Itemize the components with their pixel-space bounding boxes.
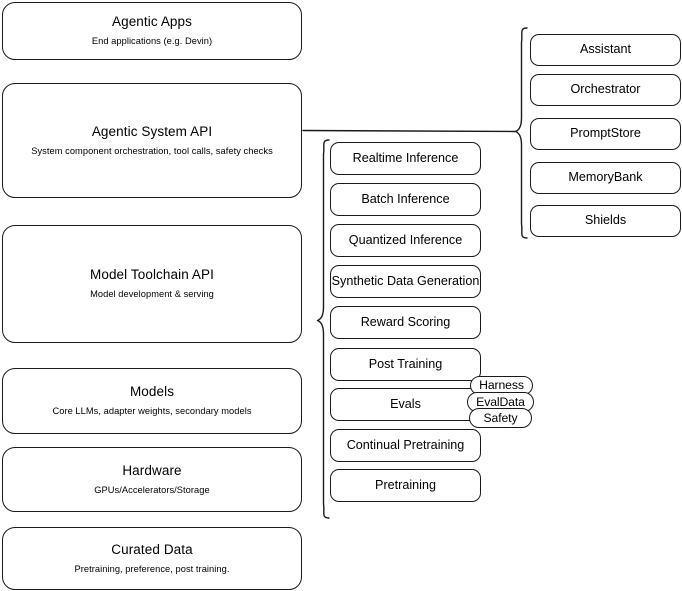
toolchain-item-label: Batch Inference	[361, 191, 450, 206]
layer-subtitle: Model development & serving	[90, 289, 214, 300]
layer-agentic-system-api[interactable]: Agentic System API System component orch…	[2, 83, 302, 198]
toolchain-item-pretraining[interactable]: Pretraining	[330, 469, 481, 502]
evals-subitem-label: Safety	[483, 410, 518, 425]
evals-subitem-label: EvalData	[476, 394, 525, 409]
toolchain-item-post-training[interactable]: Post Training	[330, 348, 481, 381]
system-component-label: MemoryBank	[568, 170, 643, 185]
brace-system-components	[514, 27, 528, 239]
connector-agentic-system-to-components	[302, 129, 516, 133]
toolchain-item-label: Realtime Inference	[352, 150, 459, 165]
brace-toolchain-items	[316, 139, 330, 519]
toolchain-item-label: Synthetic Data Generation	[331, 273, 480, 288]
toolchain-item-label: Reward Scoring	[360, 314, 451, 329]
toolchain-item-batch-inference[interactable]: Batch Inference	[330, 183, 481, 216]
layer-title: Hardware	[122, 462, 182, 478]
layer-subtitle: Pretraining, preference, post training.	[74, 563, 230, 574]
layer-models[interactable]: Models Core LLMs, adapter weights, secon…	[2, 368, 302, 434]
layer-title: Agentic Apps	[111, 14, 192, 30]
toolchain-item-synthetic-data-generation[interactable]: Synthetic Data Generation	[330, 265, 481, 298]
system-component-orchestrator[interactable]: Orchestrator	[530, 74, 681, 106]
system-component-label: Orchestrator	[570, 82, 641, 97]
evals-subitem-safety[interactable]: Safety	[469, 408, 532, 428]
toolchain-item-reward-scoring[interactable]: Reward Scoring	[330, 306, 481, 339]
layer-subtitle: GPUs/Accelerators/Storage	[94, 484, 210, 495]
toolchain-item-evals[interactable]: Evals	[330, 388, 481, 421]
system-component-label: Shields	[584, 213, 627, 228]
layer-title: Agentic System API	[91, 123, 213, 139]
layer-curated-data[interactable]: Curated Data Pretraining, preference, po…	[2, 527, 302, 590]
toolchain-item-label: Continual Pretraining	[346, 437, 465, 452]
layer-subtitle: End applications (e.g. Devin)	[91, 36, 213, 47]
toolchain-item-quantized-inference[interactable]: Quantized Inference	[330, 224, 481, 257]
system-component-label: Assistant	[579, 42, 632, 57]
layer-subtitle: Core LLMs, adapter weights, secondary mo…	[52, 406, 252, 417]
layer-title: Curated Data	[111, 541, 193, 557]
toolchain-item-label: Pretraining	[375, 477, 436, 492]
layer-title: Model Toolchain API	[90, 267, 214, 283]
toolchain-item-label: Quantized Inference	[348, 232, 463, 247]
system-component-shields[interactable]: Shields	[530, 205, 681, 237]
system-component-memorybank[interactable]: MemoryBank	[530, 162, 681, 194]
toolchain-item-realtime-inference[interactable]: Realtime Inference	[330, 142, 481, 175]
system-component-assistant[interactable]: Assistant	[530, 34, 681, 66]
toolchain-item-label: Evals	[390, 396, 421, 411]
layer-agentic-apps[interactable]: Agentic Apps End applications (e.g. Devi…	[2, 2, 302, 60]
system-component-label: PromptStore	[570, 126, 641, 141]
toolchain-item-label: Post Training	[368, 356, 443, 371]
layer-model-toolchain-api[interactable]: Model Toolchain API Model development & …	[2, 225, 302, 343]
toolchain-item-continual-pretraining[interactable]: Continual Pretraining	[330, 429, 481, 462]
system-component-promptstore[interactable]: PromptStore	[530, 118, 681, 150]
layer-title: Models	[129, 384, 175, 400]
layer-hardware[interactable]: Hardware GPUs/Accelerators/Storage	[2, 447, 302, 512]
evals-subitem-label: Harness	[479, 378, 524, 393]
layer-subtitle: System component orchestration, tool cal…	[31, 145, 273, 156]
